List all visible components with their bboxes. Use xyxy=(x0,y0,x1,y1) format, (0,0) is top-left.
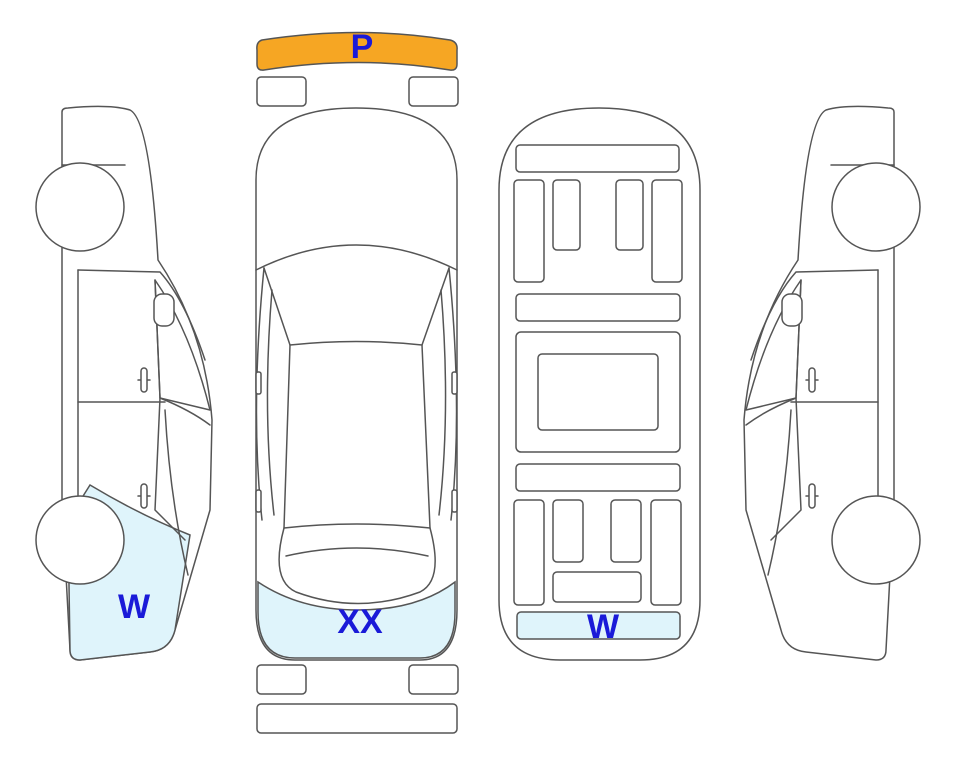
front-bumper-panel[interactable]: P xyxy=(256,28,458,71)
under-rear-left-outer xyxy=(513,499,545,606)
right-handle-rear xyxy=(808,483,816,509)
under-rear-left-inner xyxy=(552,499,584,563)
front-bumper-shape xyxy=(256,31,458,71)
car-left-side-view: W xyxy=(35,105,213,661)
top-rear-window xyxy=(278,527,436,605)
headlight-right xyxy=(408,76,459,107)
top-a-pillar-right xyxy=(421,267,450,346)
taillight-left xyxy=(256,664,307,695)
left-windshield xyxy=(159,397,211,426)
right-rear-wheel xyxy=(831,495,921,585)
top-mirror-right xyxy=(451,371,458,395)
under-mid-bar xyxy=(515,293,681,322)
right-window-back xyxy=(770,279,802,541)
car-top-view: XX xyxy=(255,107,458,661)
under-rear-right-outer xyxy=(650,499,682,606)
under-front-bar xyxy=(515,144,680,173)
front-bumper-mark: P xyxy=(351,28,374,66)
left-door-top xyxy=(77,269,206,361)
left-hood-line xyxy=(164,409,189,576)
right-door-top xyxy=(750,269,879,361)
left-mirror xyxy=(153,293,175,327)
top-roof xyxy=(283,340,431,529)
top-a-pillar-left xyxy=(263,267,291,346)
car-underbody-view: W xyxy=(498,107,701,661)
under-rear-cross xyxy=(552,571,642,603)
left-front-wheel xyxy=(35,162,125,252)
underbody-outline xyxy=(498,107,701,661)
under-front-left-outer xyxy=(513,179,545,283)
left-rear-mark: W xyxy=(118,588,151,626)
under-front-right-outer xyxy=(651,179,683,283)
headlight-left xyxy=(256,76,307,107)
top-rear-shelf xyxy=(285,547,429,557)
left-handle-front xyxy=(140,367,148,393)
left-handle-rear xyxy=(140,483,148,509)
top-inner-left xyxy=(266,289,275,516)
left-rear-wheel xyxy=(35,495,125,585)
top-rear-damage[interactable] xyxy=(257,580,456,659)
under-front-right-inner xyxy=(615,179,644,251)
top-inner-right xyxy=(438,289,447,516)
under-front-left-inner xyxy=(552,179,581,251)
under-rear-damage[interactable] xyxy=(516,611,681,640)
top-handle-right xyxy=(451,489,458,513)
right-mirror xyxy=(781,293,803,327)
top-handle-left xyxy=(255,489,262,513)
taillight-right xyxy=(408,664,459,695)
rear-bumper-panel[interactable] xyxy=(256,703,458,734)
under-rear-bar xyxy=(515,463,681,492)
top-rear-mark: XX xyxy=(337,603,383,641)
right-front-wheel xyxy=(831,162,921,252)
top-windshield-line xyxy=(255,244,458,271)
right-body-outline xyxy=(743,105,895,661)
under-rear-right-inner xyxy=(610,499,642,563)
under-rear-mark: W xyxy=(587,608,620,646)
right-windshield xyxy=(745,397,797,426)
under-center-plate xyxy=(537,353,659,431)
top-body-outline xyxy=(255,107,458,661)
right-hood-line xyxy=(767,409,792,576)
right-handle-front xyxy=(808,367,816,393)
left-window-back xyxy=(154,279,186,541)
top-mirror-left xyxy=(255,371,262,395)
car-right-side-view xyxy=(743,105,921,661)
